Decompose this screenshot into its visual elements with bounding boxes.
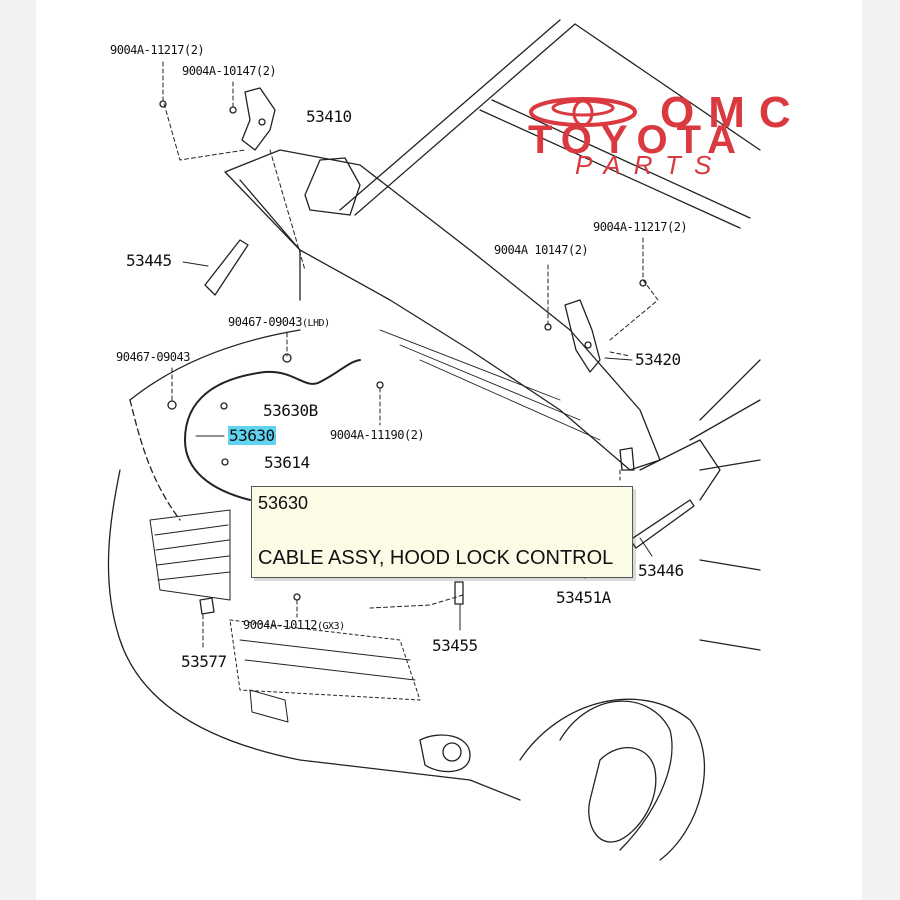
label-9004a-10112[interactable]: 9004A-10112(GX3) xyxy=(243,618,345,632)
hood-lock-cable xyxy=(184,359,361,501)
label-9004a-11217-right[interactable]: 9004A-11217(2) xyxy=(593,220,688,234)
highlighted-part-number: 53630 xyxy=(228,426,276,445)
tooltip-part-code: 53630 xyxy=(258,493,309,513)
logo-parts: PARTS xyxy=(575,150,725,180)
fog-lamp xyxy=(419,734,471,773)
logo-toyota: TOYOTA xyxy=(528,118,745,162)
label-90467-09043[interactable]: 90467-09043 xyxy=(116,350,190,364)
label-9004a-10147-right[interactable]: 9004A 10147(2) xyxy=(494,243,589,257)
label-53630b[interactable]: 53630B xyxy=(263,401,318,420)
label-53410[interactable]: 53410 xyxy=(306,107,352,126)
logo-omc: OMC xyxy=(660,88,805,137)
label-53614[interactable]: 53614 xyxy=(264,453,310,472)
label-53577[interactable]: 53577 xyxy=(181,652,227,671)
label-53445[interactable]: 53445 xyxy=(126,251,172,270)
part-tooltip: 53630 CABLE ASSY, HOOD LOCK CONTROL xyxy=(251,486,633,578)
fasteners xyxy=(159,100,647,615)
toyota-emblem-icon xyxy=(529,97,637,127)
front-grille xyxy=(149,509,421,723)
hood-seal-left xyxy=(204,239,249,296)
label-53451a[interactable]: 53451A xyxy=(556,588,611,607)
label-9004a-11190[interactable]: 9004A-11190(2) xyxy=(330,428,425,442)
tooltip-part-description: CABLE ASSY, HOOD LOCK CONTROL xyxy=(258,547,614,569)
hood-hinge-left xyxy=(241,87,276,151)
label-9004a-11217-left[interactable]: 9004A-11217(2) xyxy=(110,43,205,57)
label-53420[interactable]: 53420 xyxy=(635,350,681,369)
leader-lines xyxy=(162,61,659,651)
hood-hinge-right xyxy=(564,299,601,373)
label-9004a-10147-left[interactable]: 9004A-10147(2) xyxy=(182,64,277,78)
side-mirror xyxy=(304,157,361,216)
label-90467-09043-lhd[interactable]: 90467-09043(LHD) xyxy=(228,315,330,329)
hood-seal-right xyxy=(629,499,695,549)
diagram-sheet xyxy=(36,0,862,900)
label-53630[interactable]: 53630 xyxy=(228,426,276,445)
car-body xyxy=(107,329,761,861)
label-53455[interactable]: 53455 xyxy=(432,636,478,655)
hood-panel xyxy=(224,149,661,471)
label-53446[interactable]: 53446 xyxy=(638,561,684,580)
